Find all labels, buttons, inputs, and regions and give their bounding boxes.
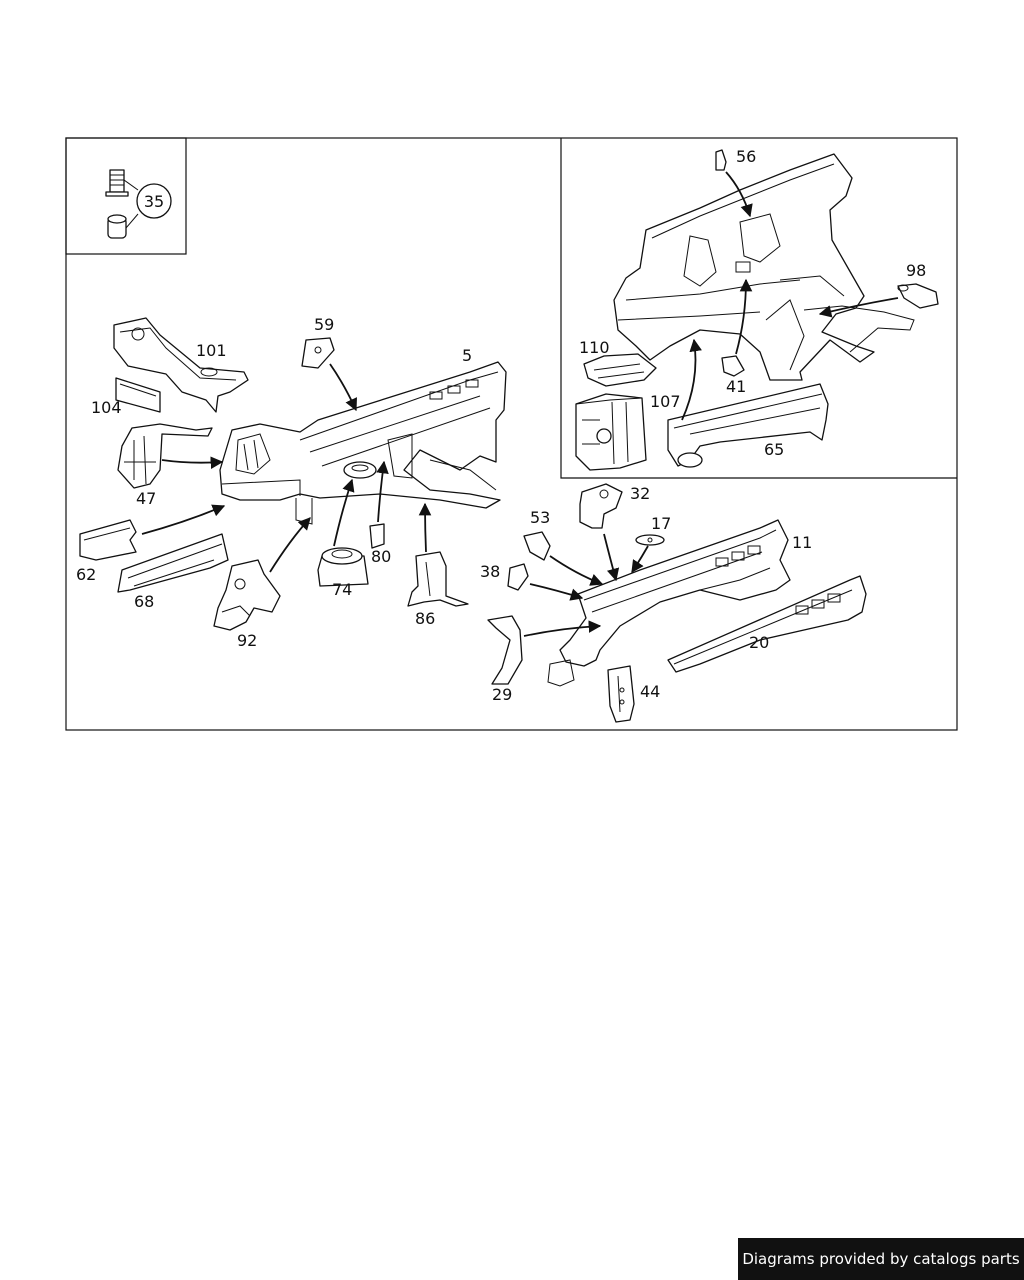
label-86: 86	[415, 609, 435, 628]
part-65	[667, 383, 829, 468]
label-98: 98	[906, 261, 926, 280]
part-104	[115, 377, 161, 413]
part-44	[607, 665, 635, 723]
arrow-59	[329, 363, 357, 412]
label-68: 68	[134, 592, 154, 611]
arrow-29	[523, 620, 602, 637]
main-frame	[65, 137, 958, 731]
arrow-107	[681, 338, 702, 421]
arrow-92	[269, 517, 311, 573]
label-29: 29	[492, 685, 512, 704]
label-32: 32	[630, 484, 650, 503]
part-98	[897, 283, 939, 309]
label-62: 62	[76, 565, 96, 584]
label-41: 41	[726, 377, 746, 396]
label-80: 80	[371, 547, 391, 566]
arrow-38	[529, 583, 584, 601]
label-5: 5	[462, 346, 472, 365]
label-20: 20	[749, 633, 769, 652]
arrow-47	[161, 456, 224, 469]
label-44: 44	[640, 682, 660, 701]
label-65: 65	[764, 440, 784, 459]
arrow-56	[725, 171, 753, 218]
label-17: 17	[651, 514, 671, 533]
label-38: 38	[480, 562, 500, 581]
label-74: 74	[332, 580, 352, 599]
label-59: 59	[314, 315, 334, 334]
inset-frame-right	[560, 138, 957, 479]
label-101: 101	[196, 341, 227, 360]
part-20	[667, 575, 867, 673]
part-56	[715, 149, 727, 171]
part-92	[213, 559, 281, 631]
label-104: 104	[91, 398, 122, 417]
part-80	[369, 523, 385, 549]
label-53: 53	[530, 508, 550, 527]
part-47	[117, 423, 213, 489]
label-110: 110	[579, 338, 610, 357]
part-17	[635, 534, 665, 546]
label-56: 56	[736, 147, 756, 166]
label-92: 92	[237, 631, 257, 650]
part-110	[583, 353, 657, 387]
arrow-32	[603, 533, 620, 582]
label-35: 35	[144, 192, 164, 211]
inset-frame-35	[65, 137, 187, 255]
part-29	[487, 615, 523, 685]
part-35-bolt	[105, 169, 172, 239]
credit-banner: Diagrams provided by catalogs parts	[738, 1238, 1024, 1280]
arrow-74	[333, 478, 355, 547]
arrow-53	[549, 555, 604, 586]
inset-body-assembly	[613, 153, 915, 381]
arrow-86	[418, 502, 432, 553]
part-59	[301, 337, 335, 369]
part-5-front-frame	[219, 361, 507, 525]
part-53	[523, 531, 551, 561]
part-11-side-rail	[547, 519, 791, 687]
label-47: 47	[136, 489, 156, 508]
arrow-62	[141, 504, 226, 535]
part-86	[407, 551, 469, 607]
arrow-17	[631, 545, 649, 574]
part-32	[579, 483, 623, 529]
part-74	[317, 547, 369, 587]
label-107: 107	[650, 392, 681, 411]
part-101	[113, 317, 249, 413]
arrow-98	[818, 297, 899, 318]
label-11: 11	[792, 533, 812, 552]
part-68	[117, 533, 229, 593]
part-107	[575, 393, 647, 471]
part-62	[79, 519, 137, 561]
part-38	[507, 563, 529, 591]
arrow-80	[376, 460, 389, 523]
part-41	[721, 355, 745, 377]
arrow-41	[735, 278, 753, 355]
